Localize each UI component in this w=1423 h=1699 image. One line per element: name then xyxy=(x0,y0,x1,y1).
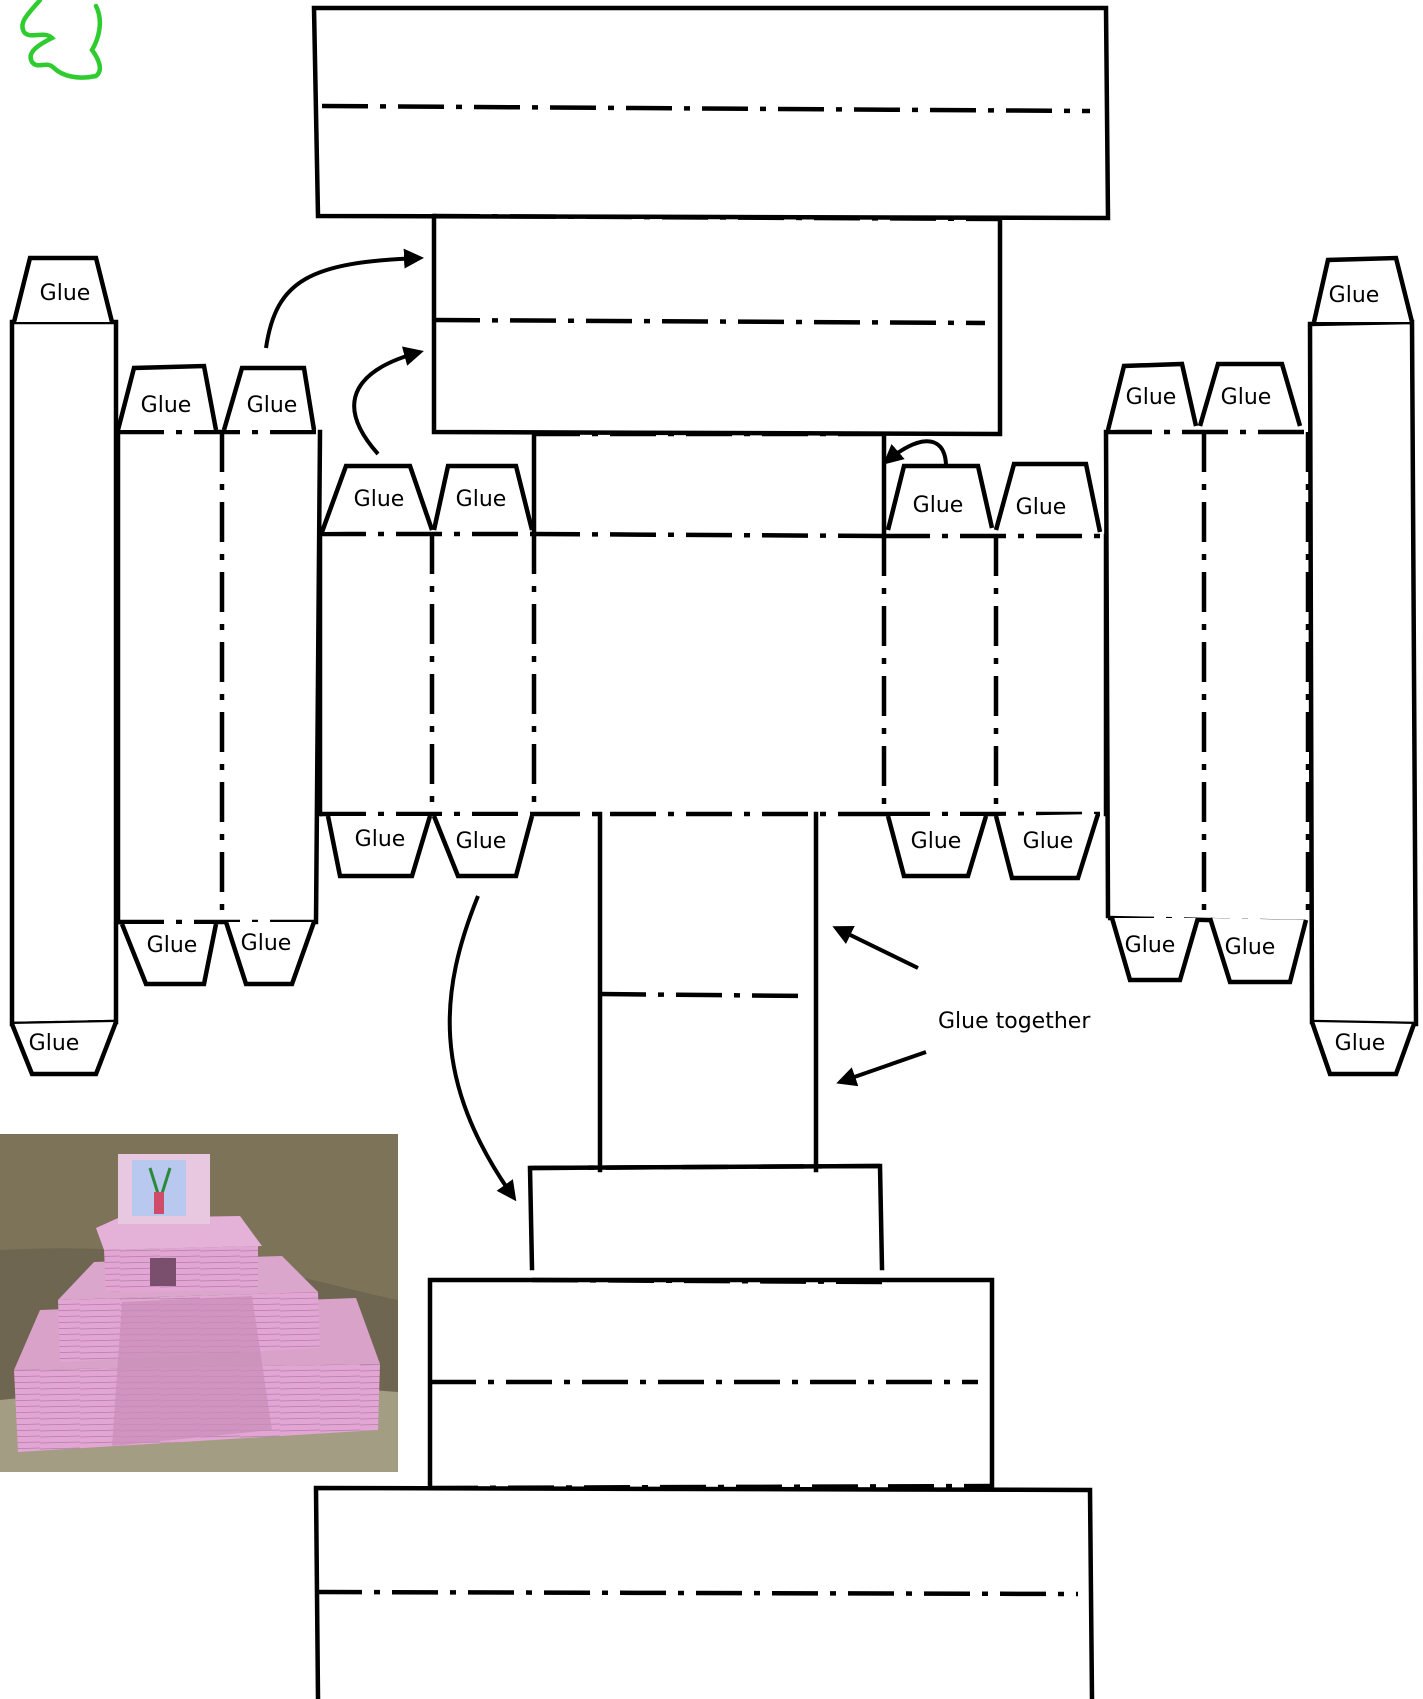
glue-label: Glue xyxy=(40,281,91,306)
glue-label: Glue xyxy=(1125,933,1176,958)
glue-label: Glue xyxy=(1335,1031,1386,1056)
glue-tab: Glue xyxy=(1197,361,1303,427)
glue-label: Glue xyxy=(354,487,405,512)
lower-middle-panel xyxy=(427,1277,995,1491)
lower-connector-strip xyxy=(597,811,819,1173)
glue-tab: Glue xyxy=(9,1021,119,1077)
upper-middle-panel xyxy=(431,213,1003,437)
glue-tab: Glue xyxy=(115,363,219,431)
glue-label: Glue xyxy=(913,493,964,518)
glue-label: Glue xyxy=(1023,829,1074,854)
arrow-icon xyxy=(264,248,424,349)
logo-icon xyxy=(20,0,103,80)
bottom-panel xyxy=(313,1485,1095,1699)
model-photo xyxy=(0,1134,398,1472)
glue-label: Glue xyxy=(247,393,298,418)
glue-tab: Glue xyxy=(1207,917,1309,985)
glue-tab: Glue xyxy=(885,815,989,879)
glue-label: Glue xyxy=(147,933,198,958)
glue-tab: Glue xyxy=(119,923,219,987)
glue-label: Glue xyxy=(1016,495,1067,520)
arrow-icon xyxy=(836,1050,927,1087)
glue-tab: Glue xyxy=(325,815,433,879)
glue-label: Glue xyxy=(1126,385,1177,410)
glue-label: Glue xyxy=(1225,935,1276,960)
glue-label: Glue xyxy=(1329,283,1380,308)
glue-label: Glue xyxy=(456,487,507,512)
arrow-icon xyxy=(352,346,424,456)
glue-tab: Glue xyxy=(319,463,435,533)
right-inner-walls xyxy=(881,533,1109,817)
glue-tab: Glue xyxy=(993,461,1103,533)
glue-label: Glue xyxy=(911,829,962,854)
glue-label: Glue xyxy=(1221,385,1272,410)
glue-label: Glue xyxy=(355,827,406,852)
glue-label: Glue xyxy=(456,829,507,854)
top-panel xyxy=(311,5,1111,221)
glue-tab: Glue xyxy=(885,463,995,531)
glue-tab: Glue xyxy=(1109,917,1201,983)
glue-together-label: Glue together xyxy=(938,1009,1091,1034)
glue-label: Glue xyxy=(241,931,292,956)
glue-tab: Glue xyxy=(1105,361,1199,431)
left-long-strip xyxy=(9,319,119,1027)
glue-tab: Glue xyxy=(993,813,1101,881)
central-face xyxy=(531,431,887,817)
glue-tab: Glue xyxy=(221,365,317,431)
glue-tab: Glue xyxy=(11,255,115,323)
right-long-strip xyxy=(1307,319,1419,1027)
glue-tab: Glue xyxy=(431,463,535,531)
glue-tab: Glue xyxy=(1311,255,1415,323)
right-middle-walls xyxy=(1103,429,1311,925)
arrow-icon xyxy=(882,439,948,465)
lower-small-panel xyxy=(527,1163,885,1285)
left-middle-walls xyxy=(115,429,323,925)
arrow-icon xyxy=(447,895,517,1202)
glue-tab: Glue xyxy=(223,921,317,987)
glue-label: Glue xyxy=(29,1031,80,1056)
glue-label: Glue xyxy=(141,393,192,418)
glue-tab: Glue xyxy=(431,815,535,879)
glue-tab: Glue xyxy=(1309,1021,1417,1077)
left-inner-walls xyxy=(317,531,537,817)
arrow-icon xyxy=(832,926,919,970)
